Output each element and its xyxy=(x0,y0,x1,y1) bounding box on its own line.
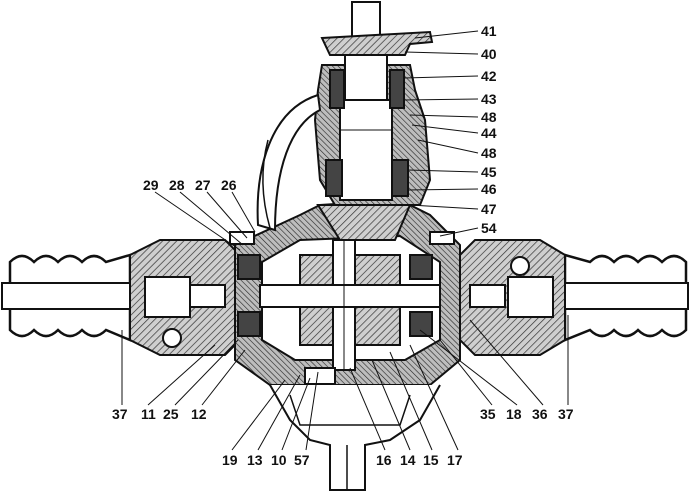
label-37-left: 37 xyxy=(112,406,128,422)
label-13: 13 xyxy=(247,452,263,468)
label-40: 40 xyxy=(481,46,497,62)
side-bearing-left xyxy=(237,254,261,337)
leader-lines xyxy=(121,30,569,451)
label-12: 12 xyxy=(191,406,207,422)
label-48b: 48 xyxy=(481,145,497,161)
label-35: 35 xyxy=(480,406,496,422)
label-18: 18 xyxy=(506,406,522,422)
label-27: 27 xyxy=(195,177,211,193)
drawing xyxy=(1,1,689,491)
right-cv-joint xyxy=(459,239,566,356)
label-41: 41 xyxy=(481,23,497,39)
label-44: 44 xyxy=(481,125,497,141)
flange xyxy=(320,30,434,56)
left-cv-joint xyxy=(129,239,241,356)
pinion-bearing-upper xyxy=(329,69,405,109)
label-16: 16 xyxy=(376,452,392,468)
label-28: 28 xyxy=(169,177,185,193)
label-46: 46 xyxy=(481,181,497,197)
lower-mount xyxy=(269,384,441,491)
differential-gears xyxy=(259,239,441,371)
label-11: 11 xyxy=(141,406,156,422)
label-48: 48 xyxy=(481,109,497,125)
label-42: 42 xyxy=(481,68,497,84)
label-17: 17 xyxy=(447,452,463,468)
pinion-bearing-lower xyxy=(325,159,409,197)
label-29: 29 xyxy=(143,177,159,193)
label-36: 36 xyxy=(532,406,548,422)
bolt-left xyxy=(229,231,255,245)
pinion-gear xyxy=(316,204,412,241)
label-47: 47 xyxy=(481,201,497,217)
callout-labels: 41 40 42 43 48 44 48 45 46 47 54 29 28 2… xyxy=(112,23,574,468)
label-19: 19 xyxy=(222,452,238,468)
label-54: 54 xyxy=(481,220,497,236)
label-25: 25 xyxy=(163,406,179,422)
label-14: 14 xyxy=(400,452,416,468)
bolt-bottom xyxy=(304,367,336,385)
label-15: 15 xyxy=(423,452,439,468)
label-43: 43 xyxy=(481,91,497,107)
pinion-shaft xyxy=(339,1,393,201)
label-26: 26 xyxy=(221,177,237,193)
label-57: 57 xyxy=(294,452,310,468)
label-37-right: 37 xyxy=(558,406,574,422)
bolt-right xyxy=(429,231,455,245)
label-10: 10 xyxy=(271,452,287,468)
label-45: 45 xyxy=(481,164,497,180)
pinion-housing-outer-rib xyxy=(256,93,322,232)
side-bearing-right xyxy=(409,254,433,337)
